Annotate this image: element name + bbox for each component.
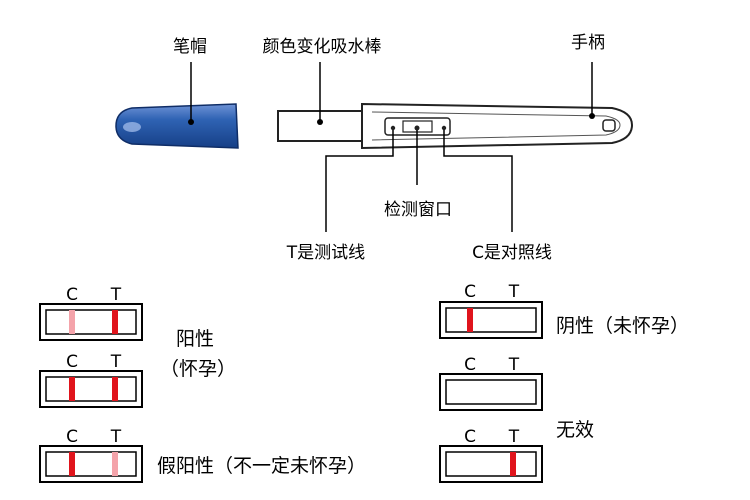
strip-letter-c: C <box>66 352 78 372</box>
control-line-red <box>69 452 75 476</box>
test-line-faint <box>112 452 118 476</box>
cap-shape <box>115 103 239 149</box>
strip-letter-c: C <box>66 285 78 305</box>
result-false-positive-label: 假阳性（不一定未怀孕） <box>157 455 366 477</box>
leader-c-line <box>443 130 513 232</box>
result-negative-label: 阴性（未怀孕） <box>556 315 689 337</box>
strip-invalid-1: C T <box>439 355 543 411</box>
label-t-line: T是测试线 <box>286 243 365 263</box>
strip-negative: C T <box>439 282 543 339</box>
leader-dots <box>188 113 595 125</box>
test-line-red <box>112 310 118 334</box>
strip-letter-c: C <box>66 427 78 447</box>
strip-letter-c: C <box>464 427 476 447</box>
strip-letter-c: C <box>464 355 476 375</box>
strip-letter-c: C <box>464 282 476 302</box>
window-center-dot <box>414 125 420 131</box>
strip-positive-1: C T <box>39 285 143 341</box>
label-c-line: C是对照线 <box>472 243 552 263</box>
strip-invalid-2: C T <box>439 427 543 483</box>
strip-positive-2: C T <box>39 352 143 408</box>
cap-highlight <box>123 122 141 132</box>
result-positive-label-1: 阳性 <box>176 328 214 350</box>
handle-inner-groove <box>371 111 621 141</box>
label-handle: 手柄 <box>571 33 605 53</box>
strip-letter-t: T <box>508 282 520 302</box>
control-line-red <box>467 308 473 332</box>
leader-lines <box>190 62 593 232</box>
handle-hole <box>602 119 616 132</box>
test-line-red <box>112 377 118 401</box>
strip-letter-t: T <box>110 285 122 305</box>
result-positive-label-2: （怀孕） <box>160 358 236 380</box>
label-wick: 颜色变化吸水棒 <box>263 37 382 57</box>
pregnancy-test-device <box>115 102 634 150</box>
control-line-faint <box>69 310 75 334</box>
window-c-dot <box>390 125 396 131</box>
strip-letter-t: T <box>508 427 520 447</box>
window-t-dot <box>441 125 447 131</box>
label-cap: 笔帽 <box>173 37 207 57</box>
result-invalid-label: 无效 <box>556 419 594 441</box>
label-window: 检测窗口 <box>384 200 452 220</box>
strip-letter-t: T <box>508 355 520 375</box>
leader-t-line <box>325 130 394 232</box>
strip-letter-t: T <box>110 352 122 372</box>
control-line-red <box>69 377 75 401</box>
strip-letter-t: T <box>110 427 122 447</box>
strip-false-positive: C T <box>39 427 143 483</box>
test-line-red <box>510 452 516 476</box>
